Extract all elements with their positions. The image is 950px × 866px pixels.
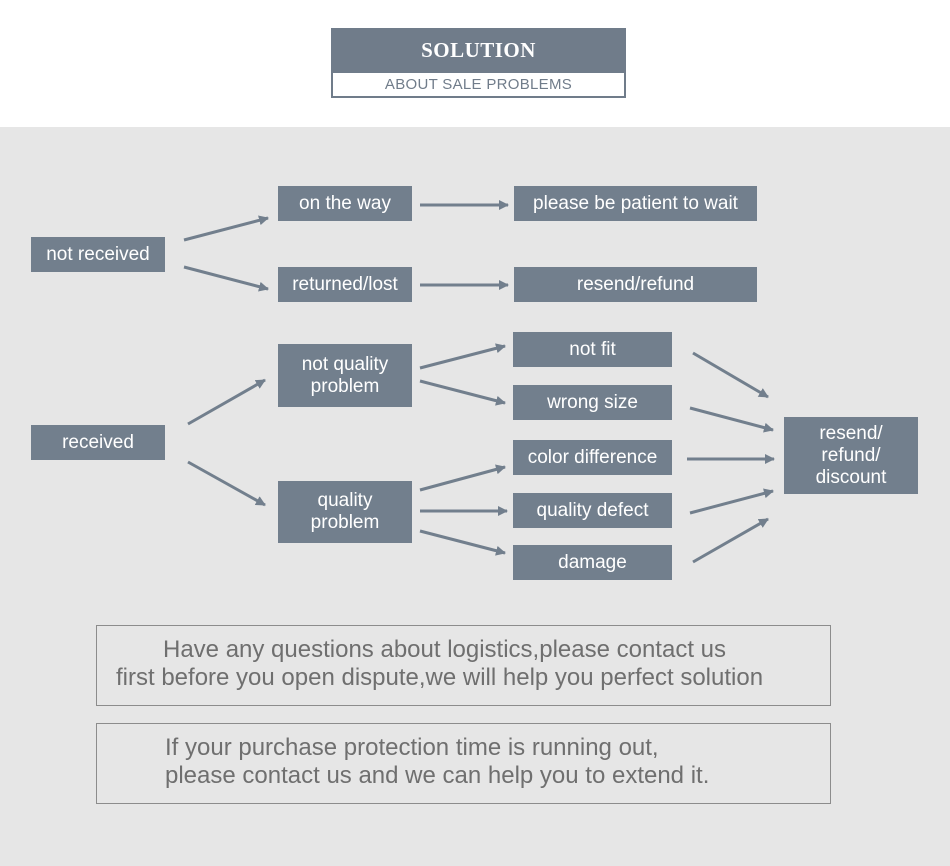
node-color-difference-label: color difference <box>527 446 658 468</box>
arrow-wrongsize-final <box>689 406 774 433</box>
node-not-quality-problem-line1: not quality <box>301 353 389 375</box>
arrow-received-notquality <box>187 378 266 426</box>
node-not-received: not received <box>31 237 165 272</box>
node-final-line1: resend/ <box>819 422 883 444</box>
node-final-line3: discount <box>815 466 887 488</box>
node-quality-defect-label: quality defect <box>536 499 649 521</box>
node-not-received-label: not received <box>46 243 150 265</box>
node-returned-lost: returned/lost <box>278 267 412 302</box>
note-logistics: Have any questions about logistics,pleas… <box>96 625 831 706</box>
arrow-notquality-notfit <box>419 343 506 370</box>
node-quality-problem: quality problem <box>278 481 412 543</box>
node-on-the-way: on the way <box>278 186 412 221</box>
arrow-notquality-wrongsize <box>419 379 506 406</box>
note-protection-line2: please contact us and we can help you to… <box>165 762 710 789</box>
node-received-label: received <box>62 431 134 453</box>
node-please-be-patient-label: please be patient to wait <box>533 192 738 214</box>
node-not-quality-problem-line2: problem <box>310 375 380 397</box>
arrow-quality-color <box>419 464 506 492</box>
node-not-fit: not fit <box>513 332 672 367</box>
node-quality-problem-line1: quality <box>317 490 373 511</box>
node-resend-refund-label: resend/refund <box>576 273 695 295</box>
node-not-quality-problem: not quality problem <box>278 344 412 407</box>
node-final-resolution: resend/ refund/ discount <box>784 417 918 494</box>
node-received: received <box>31 425 165 460</box>
node-wrong-size-label: wrong size <box>547 391 638 413</box>
node-damage-label: damage <box>558 551 627 573</box>
arrow-notreceived-returned <box>183 265 269 292</box>
node-not-fit-label: not fit <box>569 338 616 360</box>
node-on-the-way-label: on the way <box>299 192 391 214</box>
note-logistics-line1: Have any questions about logistics,pleas… <box>163 636 727 663</box>
node-please-be-patient: please be patient to wait <box>514 186 757 221</box>
arrow-damage-final <box>692 517 769 564</box>
arrow-defect-final <box>689 488 774 515</box>
arrow-quality-damage <box>419 529 506 556</box>
node-wrong-size: wrong size <box>513 385 672 420</box>
header-banner: SOLUTION ABOUT SALE PROBLEMS <box>331 28 626 98</box>
arrow-notreceived-ontheway <box>183 215 269 242</box>
arrow-notfit-final <box>692 351 769 399</box>
node-color-difference: color difference <box>513 440 672 475</box>
node-returned-lost-label: returned/lost <box>292 273 398 295</box>
header-title: SOLUTION <box>421 38 536 62</box>
note-logistics-line2: first before you open dispute,we will he… <box>116 664 764 691</box>
node-quality-problem-line2: problem <box>310 512 380 533</box>
arrow-received-quality <box>187 460 266 507</box>
note-protection: If your purchase protection time is runn… <box>96 723 831 804</box>
node-damage: damage <box>513 545 672 580</box>
node-final-line2: refund/ <box>821 444 881 466</box>
header-subtitle: ABOUT SALE PROBLEMS <box>333 73 624 96</box>
node-resend-refund: resend/refund <box>514 267 757 302</box>
node-quality-defect: quality defect <box>513 493 672 528</box>
note-protection-line1: If your purchase protection time is runn… <box>165 734 659 761</box>
